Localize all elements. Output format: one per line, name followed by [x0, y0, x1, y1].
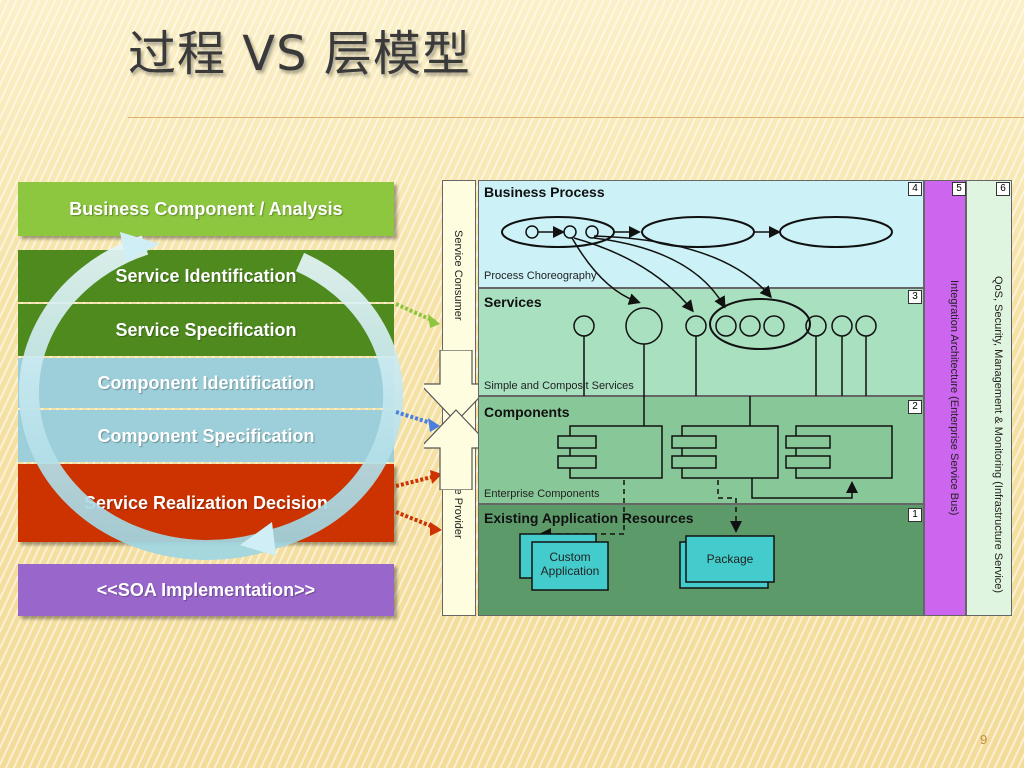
components-number: 2: [908, 400, 922, 414]
process-step-component-specification: Component Specification: [18, 410, 394, 462]
business-process-number: 4: [908, 182, 922, 196]
component-box-1: [569, 425, 663, 479]
component-box-3: [795, 425, 893, 479]
simple-composite-label: Simple and Composit Services: [484, 380, 634, 392]
services-title: Services: [484, 294, 542, 310]
enterprise-components-label: Enterprise Components: [484, 488, 600, 500]
process-step-soa-implementation: <<SOA Implementation>>: [18, 564, 394, 616]
cycle-arrow-icon: [19, 232, 404, 560]
provider-arrow-1-icon: [395, 474, 437, 488]
existing-resources-title: Existing Application Resources: [484, 510, 694, 526]
components-title: Components: [484, 404, 570, 420]
services-layer: [478, 288, 924, 396]
existing-resources-number: 1: [908, 508, 922, 522]
process-step-label: <<SOA Implementation>>: [96, 579, 316, 600]
process-step-label: Component Identification: [97, 372, 315, 393]
process-step-service-specification: Service Specification: [18, 304, 394, 356]
architecture-shapes: [501, 216, 893, 591]
esb-number: 5: [952, 182, 966, 196]
business-process-title: Business Process: [484, 184, 605, 200]
process-step-label: Service Realization Decision: [83, 493, 329, 513]
page-number: 9: [980, 732, 988, 747]
component-arrow-icon: [395, 410, 435, 426]
provider-arrow-2-icon: [395, 510, 437, 530]
process-step-business-component-analysis: Business Component / Analysis: [18, 182, 394, 236]
process-oval-3: [779, 216, 893, 248]
architecture-panel: Service Consumer Service Provider Busine…: [424, 180, 1012, 616]
service-consumer-label: Service Consumer: [452, 230, 464, 321]
process-step-label: Service Specification: [115, 319, 297, 340]
process-step-component-identification: Component Identification: [18, 358, 394, 408]
business-process-layer: [478, 180, 924, 288]
custom-application-box: [531, 541, 609, 591]
custom-application-label: Custom Application: [540, 550, 600, 578]
process-step-label: Service Identification: [115, 265, 297, 286]
connector-arrows: [395, 302, 442, 536]
services-number: 3: [908, 290, 922, 304]
esb-column: [924, 180, 966, 616]
qos-column: [966, 180, 1012, 616]
qos-number: 6: [996, 182, 1010, 196]
process-choreography-label: Process Choreography: [484, 270, 597, 282]
process-step-label: Business Component / Analysis: [69, 198, 343, 219]
process-step-label: Component Specification: [97, 425, 315, 446]
package-box: [685, 535, 775, 583]
component-box-2: [681, 425, 779, 479]
slide-title: 过程 VS 层模型: [128, 26, 471, 82]
qos-label: QoS, Security, Management & Monitoring (…: [992, 276, 1004, 594]
down-arrow-icon: [424, 350, 494, 423]
package-label: Package: [706, 552, 754, 566]
esb-label: Integration Architecture (Enterprise Ser…: [948, 280, 960, 516]
title-divider: [128, 117, 1024, 118]
